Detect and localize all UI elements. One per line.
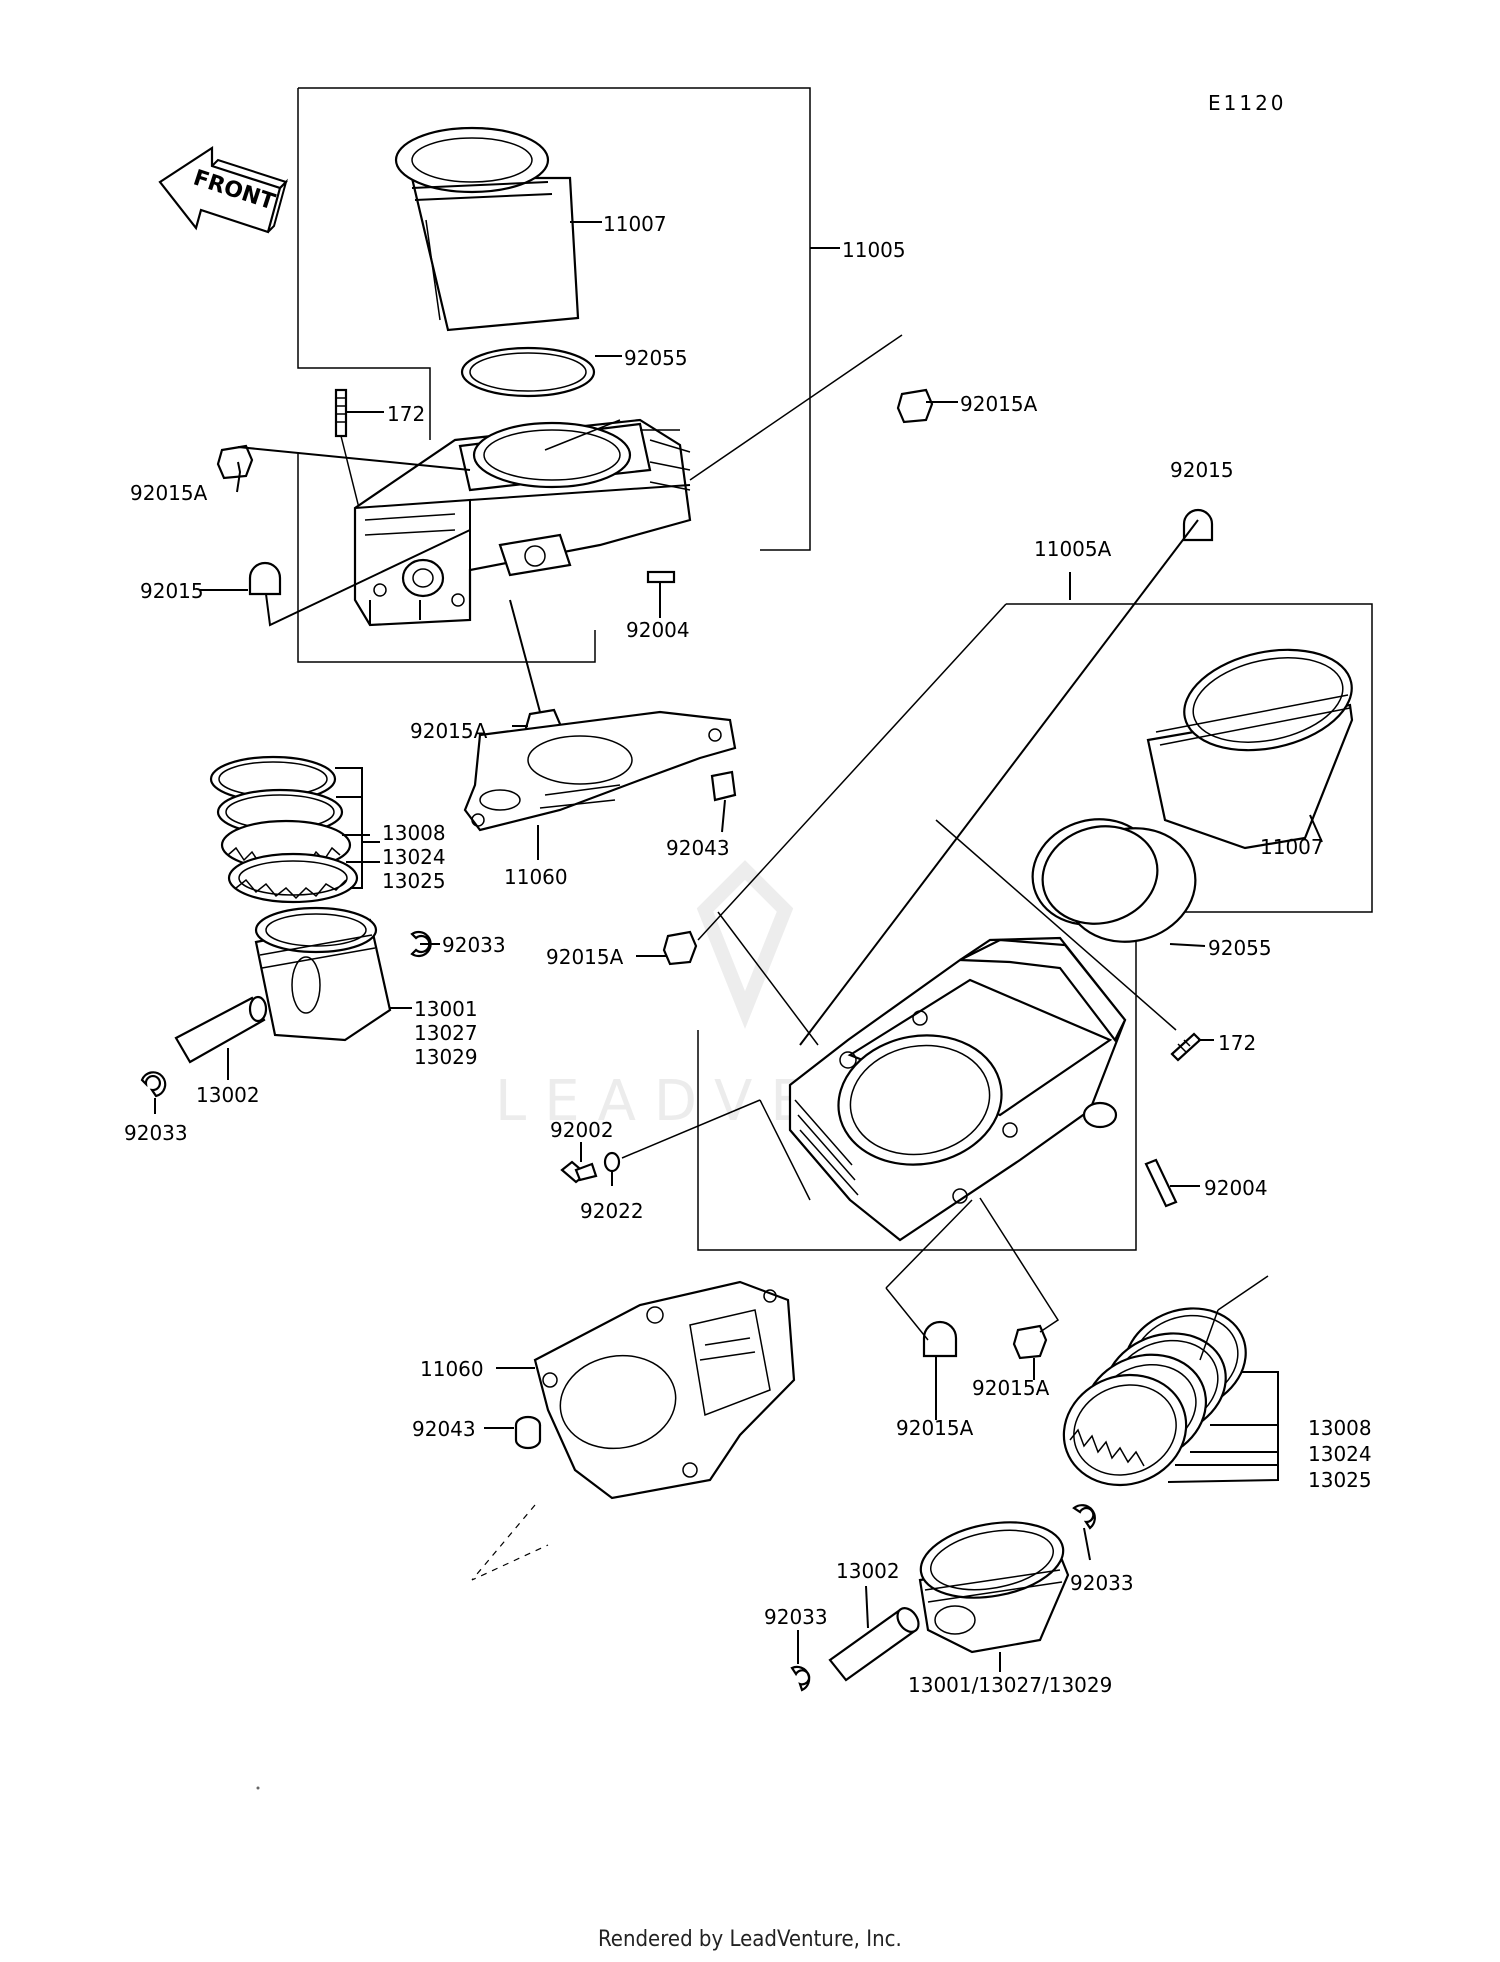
piston-pin-left bbox=[174, 995, 268, 1080]
callout-11060-top: 11060 bbox=[504, 865, 568, 889]
cap-nut-mid bbox=[662, 930, 698, 966]
diagram-code: E1120 bbox=[1208, 91, 1287, 115]
callout-92004-top: 92004 bbox=[626, 618, 690, 642]
callout-11060-bottom: 11060 bbox=[420, 1357, 484, 1381]
callout-92015-right: 92015 bbox=[1170, 458, 1234, 482]
washer-92022 bbox=[603, 1151, 621, 1173]
callout-13001-left: 13001 bbox=[414, 997, 478, 1021]
circlip-bottom-right bbox=[1072, 1504, 1096, 1530]
stud-bolt-right bbox=[1170, 1032, 1202, 1062]
callout-13024-right: 13024 bbox=[1308, 1442, 1372, 1466]
acorn-nut-bottom-center bbox=[922, 1320, 958, 1358]
circlip-bottom-mid bbox=[790, 1665, 811, 1692]
circlip-mid-left bbox=[410, 930, 432, 958]
callout-92015A-bottom-center: 92015A bbox=[896, 1416, 974, 1440]
head-gasket-bottom bbox=[533, 1280, 796, 1500]
callout-92015A-mid: 92015A bbox=[546, 945, 624, 969]
callout-13001-13027-13029: 13001/13027/13029 bbox=[908, 1673, 1112, 1697]
callout-92015-left: 92015 bbox=[140, 579, 204, 603]
callout-11005A: 11005A bbox=[1034, 537, 1112, 561]
cylinder-assembly-11005 bbox=[200, 87, 958, 744]
dowel-bushing-top bbox=[710, 770, 737, 802]
o-ring bbox=[460, 346, 596, 398]
callout-92015A-right-top: 92015A bbox=[960, 392, 1038, 416]
callout-92033-mid-left: 92033 bbox=[442, 933, 506, 957]
callout-172-top: 172 bbox=[387, 402, 425, 426]
callout-11007-top: 11007 bbox=[603, 212, 667, 236]
circlip-bottom-left bbox=[140, 1071, 167, 1098]
cap-nut-left-top bbox=[216, 444, 254, 480]
callout-11005: 11005 bbox=[842, 238, 906, 262]
callout-13027-left: 13027 bbox=[414, 1021, 478, 1045]
acorn-nut-right bbox=[1182, 508, 1214, 542]
cylinder-sleeve bbox=[394, 126, 580, 332]
callout-13002-left: 13002 bbox=[196, 1083, 260, 1107]
callout-13008-right: 13008 bbox=[1308, 1416, 1372, 1440]
piston-left bbox=[254, 906, 412, 1042]
callout-172-right: 172 bbox=[1218, 1031, 1256, 1055]
dowel-pin-right bbox=[1144, 1158, 1178, 1208]
cylinder-sleeve-right bbox=[1146, 648, 1354, 850]
callout-92033-bottom-right: 92033 bbox=[1070, 1571, 1134, 1595]
dowel-pin-top bbox=[646, 570, 676, 584]
acorn-nut-left bbox=[248, 561, 282, 596]
cylinder-block-right bbox=[788, 936, 1127, 1242]
cap-nut-bottom-right bbox=[1012, 1324, 1048, 1360]
cylinder-block bbox=[353, 418, 692, 627]
callout-13025-right: 13025 bbox=[1308, 1468, 1372, 1492]
callout-92015A-bottom-right: 92015A bbox=[972, 1376, 1050, 1400]
front-arrow-icon: FRONT bbox=[158, 145, 288, 234]
callout-92033-bottom-left: 92033 bbox=[124, 1121, 188, 1145]
callout-92022: 92022 bbox=[580, 1199, 644, 1223]
callout-92015A-bottom-top: 92015A bbox=[410, 719, 488, 743]
callout-92055-top: 92055 bbox=[624, 346, 688, 370]
piston-bottom bbox=[918, 1521, 1070, 1672]
piston-pin-bottom bbox=[828, 1585, 920, 1682]
callout-13025-left: 13025 bbox=[382, 869, 446, 893]
callout-92043-bottom: 92043 bbox=[412, 1417, 476, 1441]
callout-92033-bottom-mid: 92033 bbox=[764, 1605, 828, 1629]
callout-13024-left: 13024 bbox=[382, 845, 446, 869]
callout-11007-right: 11007 bbox=[1260, 835, 1324, 859]
piston-rings-right bbox=[1062, 1275, 1279, 1487]
head-gasket-top bbox=[463, 710, 737, 832]
callout-92002: 92002 bbox=[550, 1118, 614, 1142]
callout-92004-right: 92004 bbox=[1204, 1176, 1268, 1200]
footer-credit: Rendered by LeadVenture, Inc. bbox=[598, 1927, 902, 1952]
piston-rings-left bbox=[209, 755, 380, 904]
callout-13029-left: 13029 bbox=[414, 1045, 478, 1069]
callout-92055-right: 92055 bbox=[1208, 936, 1272, 960]
cap-nut-right-top bbox=[896, 388, 934, 424]
bolt-92002 bbox=[560, 1160, 598, 1184]
callout-92043-top: 92043 bbox=[666, 836, 730, 860]
callout-92015A-left-top: 92015A bbox=[130, 481, 208, 505]
cylinder-assembly-11005A bbox=[560, 508, 1373, 1251]
dowel-bushing-bottom bbox=[514, 1415, 542, 1450]
callout-13002-bottom: 13002 bbox=[836, 1559, 900, 1583]
callout-labels: 11007 11005 92055 172 92015A 92015A 9201… bbox=[124, 212, 1372, 1697]
callout-13008-left: 13008 bbox=[382, 821, 446, 845]
